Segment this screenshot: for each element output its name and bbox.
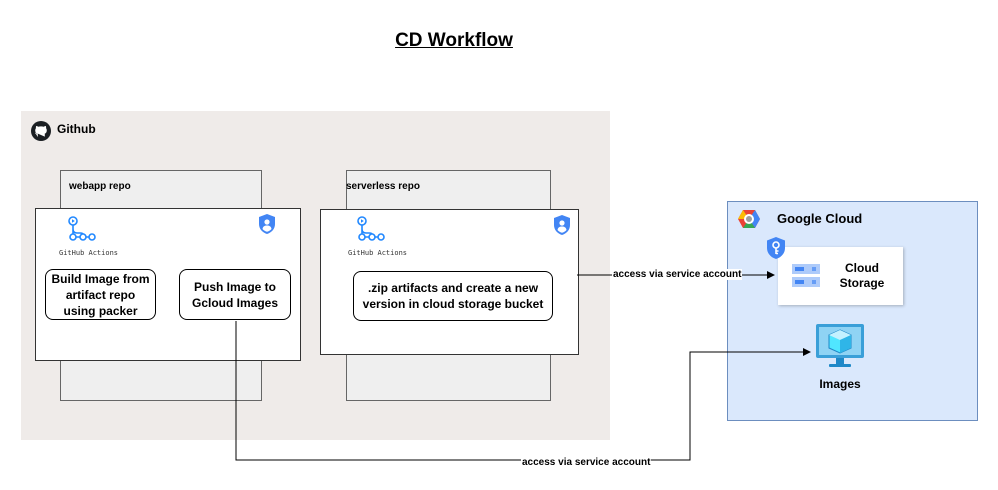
cloud-storage-card[interactable]	[778, 247, 903, 305]
github-icon	[31, 121, 51, 141]
user-shield-icon	[257, 213, 277, 235]
github-actions-icon	[355, 215, 385, 245]
webapp-actions-label: GitHub Actions	[59, 249, 119, 257]
push-image-node[interactable]: Push Image to Gcloud Images	[179, 269, 291, 320]
images-access-label: access via service account	[521, 457, 652, 468]
google-cloud-label: Google Cloud	[777, 211, 863, 226]
images-access-connector	[235, 321, 811, 461]
key-shield-icon	[766, 236, 786, 260]
serverless-repo-label: serverless repo	[346, 181, 420, 192]
google-cloud-zone	[727, 201, 978, 421]
diagram-title: CD Workflow	[395, 30, 513, 51]
build-image-node[interactable]: Build Image from artifact repo using pac…	[45, 269, 156, 320]
images-label: Images	[819, 377, 861, 391]
storage-access-label: access via service account	[612, 269, 743, 280]
cloud-storage-icon	[791, 262, 821, 290]
webapp-repo-label: webapp repo	[69, 181, 131, 192]
github-actions-icon	[66, 215, 96, 245]
zip-artifacts-node[interactable]: .zip artifacts and create a new version …	[353, 271, 553, 321]
github-label: Github	[57, 122, 96, 136]
cloud-storage-label: Cloud Storage	[839, 261, 885, 290]
google-cloud-icon	[737, 208, 761, 230]
serverless-actions-label: GitHub Actions	[348, 249, 408, 257]
user-shield-icon	[552, 214, 572, 236]
compute-images-icon[interactable]	[815, 323, 865, 369]
